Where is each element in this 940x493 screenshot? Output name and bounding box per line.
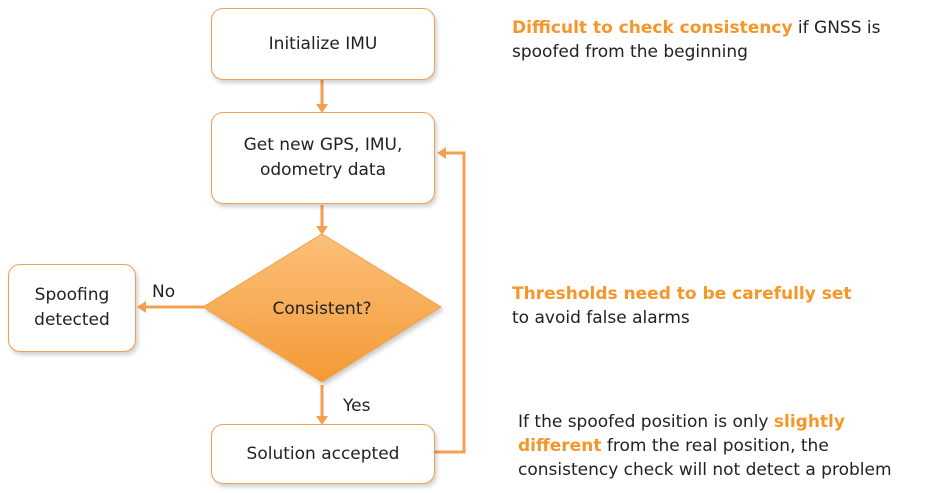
get-data-box: Get new GPS, IMU, odometry data bbox=[211, 112, 435, 204]
note-thresholds: Thresholds need to be carefully set to a… bbox=[512, 282, 852, 330]
edge-label-no: No bbox=[152, 282, 176, 302]
note-consistency-highlight: Difficult to check consistency bbox=[512, 18, 793, 38]
loop-back-arrow bbox=[434, 151, 466, 454]
solution-accepted-box: Solution accepted bbox=[211, 424, 435, 484]
note-thresholds-highlight: Thresholds need to be carefully set bbox=[512, 284, 852, 304]
note-consistency-text-2: spoofed from the beginning bbox=[512, 42, 748, 62]
edge-label-yes: Yes bbox=[343, 396, 371, 416]
note-consistency: Difficult to check consistency if GNSS i… bbox=[512, 16, 881, 64]
initialize-imu-box: Initialize IMU bbox=[211, 8, 435, 80]
note-slight-highlight-1: slightly bbox=[773, 412, 845, 432]
note-slight-text-1: If the spoofed position is only bbox=[518, 412, 774, 432]
decision-diamond bbox=[202, 233, 442, 383]
spoofing-detected-box: Spoofing detected bbox=[8, 264, 136, 352]
note-thresholds-text: to avoid false alarms bbox=[512, 308, 690, 328]
note-slight-text-3: consistency check will not detect a prob… bbox=[518, 460, 892, 480]
note-slight-text-2: from the real position, the bbox=[601, 436, 829, 456]
decision-label: Consistent? bbox=[272, 299, 371, 319]
note-slight-highlight-2: different bbox=[518, 436, 602, 456]
note-slight-difference: If the spoofed position is only slightly… bbox=[518, 410, 892, 482]
note-consistency-text-1: if GNSS is bbox=[792, 18, 881, 38]
